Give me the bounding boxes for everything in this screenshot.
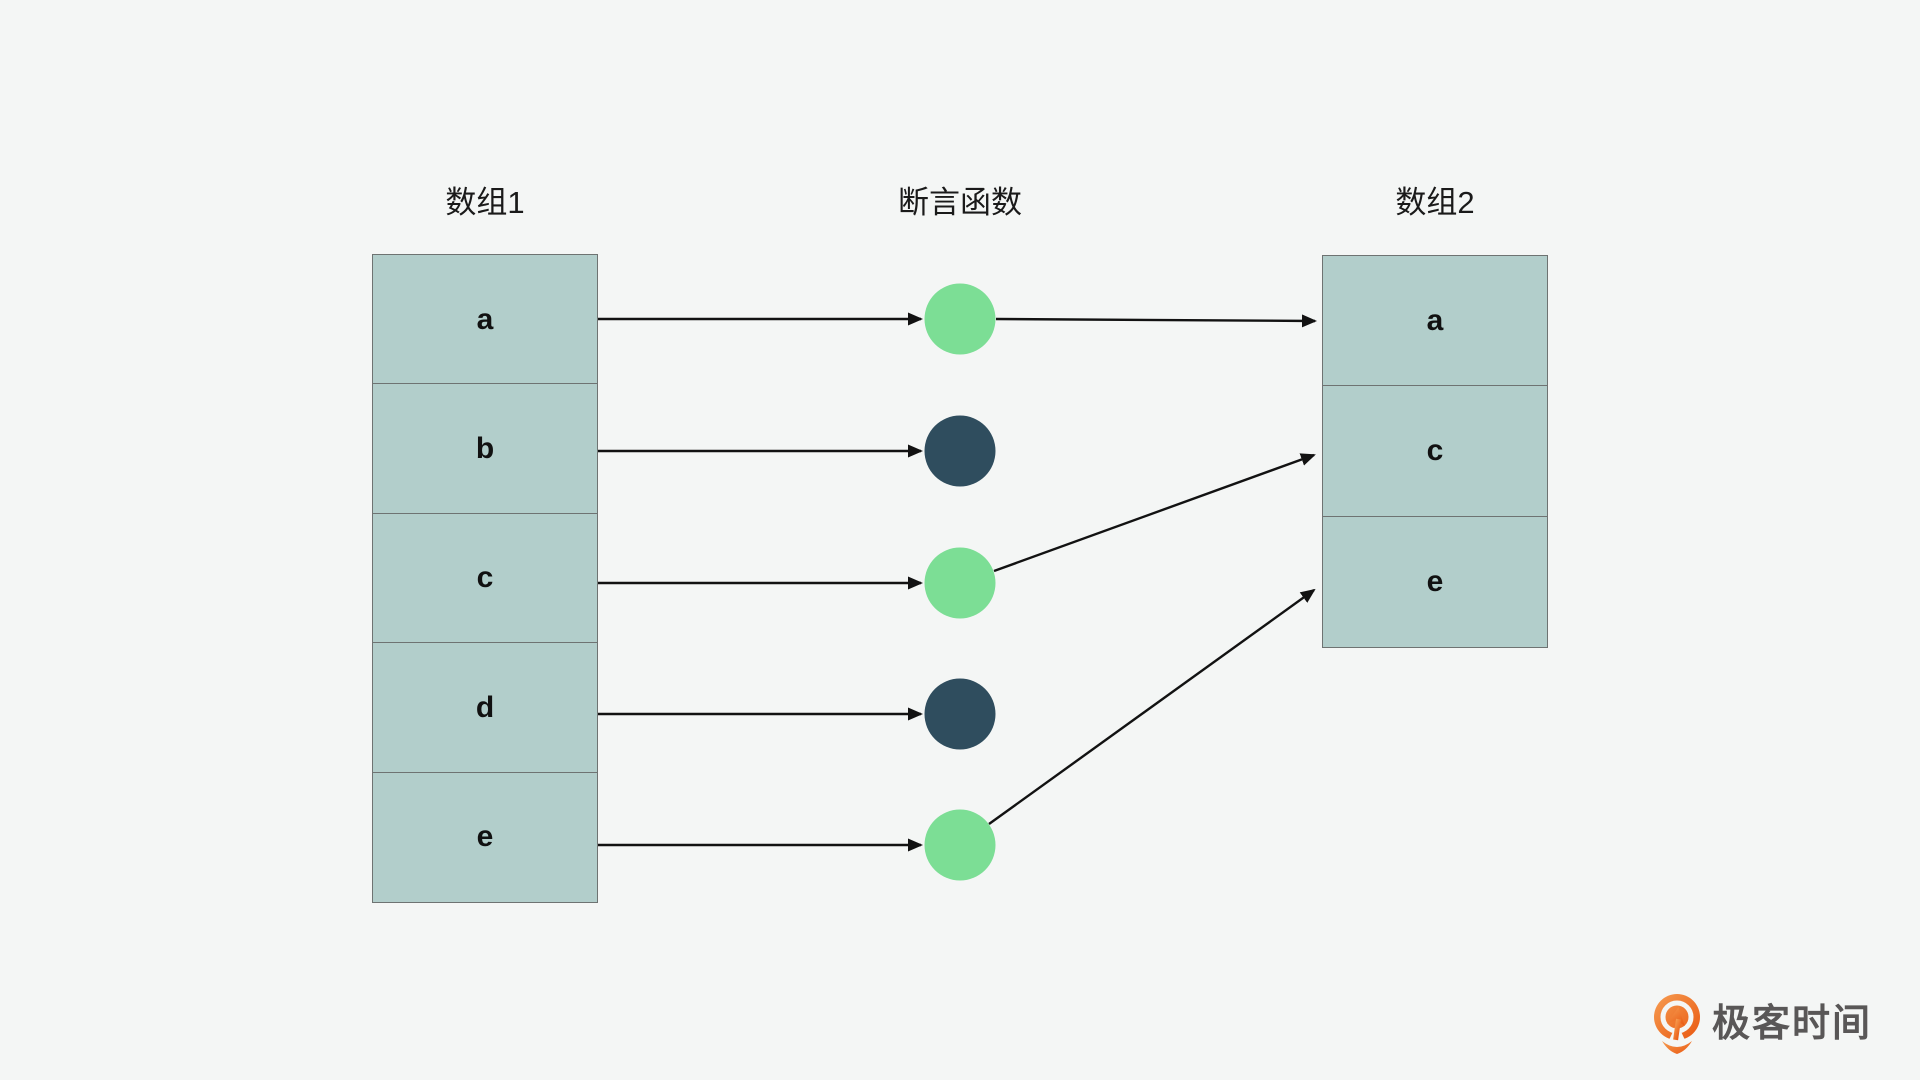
array1-cell-d: d bbox=[372, 642, 598, 774]
predicate-node-a bbox=[924, 283, 996, 355]
array1-cell-a: a bbox=[372, 254, 598, 385]
geektime-logo: 极客时间 bbox=[1653, 993, 1872, 1055]
array1-label: 数组1 bbox=[445, 185, 525, 220]
arrow-predicate-c-to-array2 bbox=[993, 453, 1316, 573]
predicate-node-e bbox=[924, 809, 996, 881]
array2-cell-c: c bbox=[1322, 385, 1548, 518]
array2: a c e bbox=[1322, 255, 1548, 648]
geektime-logo-icon bbox=[1654, 994, 1700, 1054]
predicate-node-c bbox=[924, 547, 996, 619]
predicate-node-b bbox=[924, 415, 996, 487]
array2-label: 数组2 bbox=[1395, 185, 1475, 220]
array1-cell-c: c bbox=[372, 512, 598, 644]
arrow-predicate-a-to-array2 bbox=[995, 314, 1317, 328]
array2-cell-a: a bbox=[1322, 255, 1548, 387]
geektime-logo-text: 极客时间 bbox=[1712, 1003, 1873, 1045]
array1: a b c d e bbox=[372, 254, 598, 903]
array2-cell-e: e bbox=[1322, 515, 1548, 648]
array1-cell-e: e bbox=[372, 771, 598, 903]
arrow-predicate-e-to-array2 bbox=[988, 588, 1316, 825]
predicate-label: 断言函数 bbox=[898, 185, 1022, 220]
predicate-node-d bbox=[924, 678, 996, 750]
array1-cell-b: b bbox=[372, 383, 598, 515]
